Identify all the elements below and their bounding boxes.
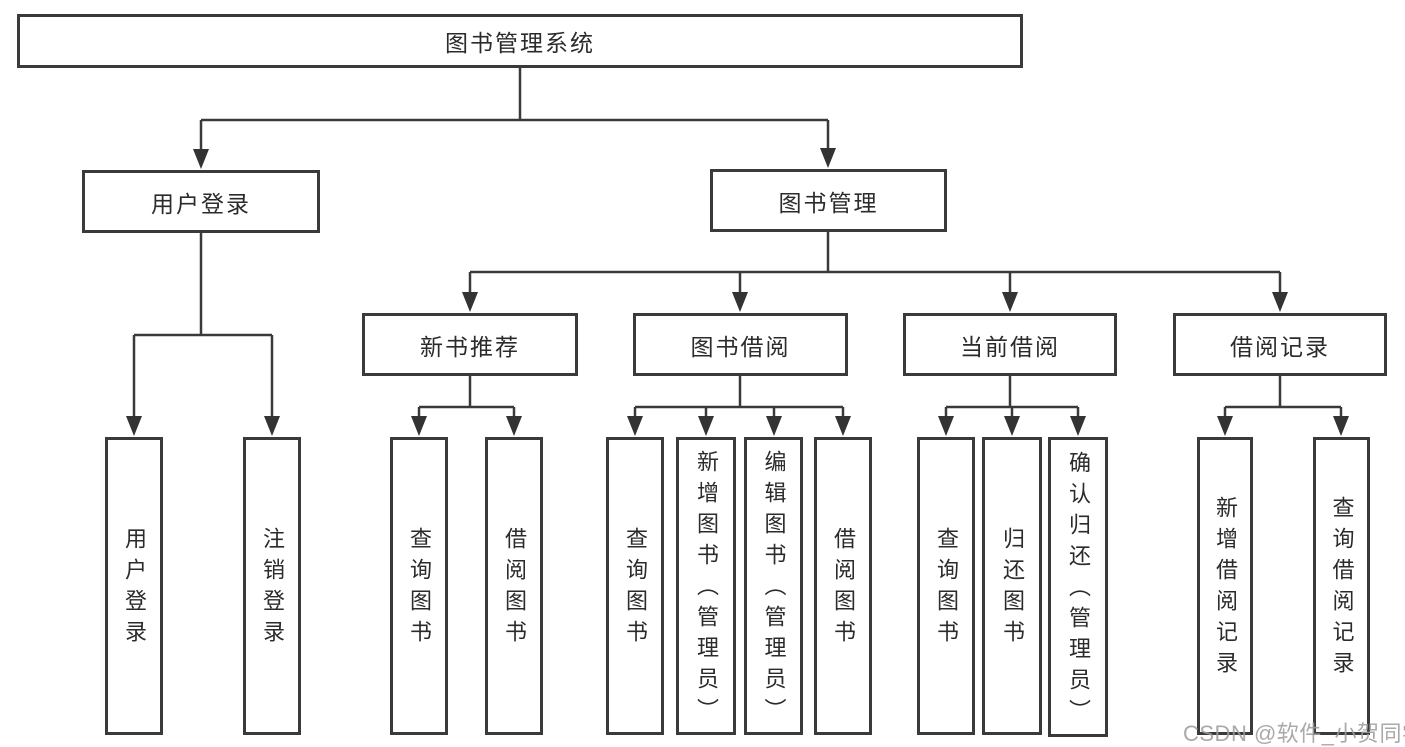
leaf-logout: 注销登录 [243, 437, 301, 735]
leaf-query-books-borrowing: 查询图书 [606, 437, 664, 735]
leaf-add-books-admin: 新增图书（管理员） [676, 437, 736, 735]
leaf-query-books-current: 查询图书 [917, 437, 975, 735]
node-root-library-system: 图书管理系统 [17, 14, 1023, 68]
node-book-borrowing: 图书借阅 [633, 313, 848, 376]
node-user-login: 用户登录 [82, 170, 320, 233]
node-current-borrowing: 当前借阅 [903, 313, 1117, 376]
leaf-edit-books-admin: 编辑图书（管理员） [744, 437, 803, 735]
csdn-watermark: CSDN @软件_小贺同学 [1183, 721, 1405, 746]
leaf-query-borrow-record: 查询借阅记录 [1313, 437, 1370, 735]
leaf-query-books-recommend: 查询图书 [390, 437, 448, 735]
leaf-add-borrow-record: 新增借阅记录 [1197, 437, 1253, 735]
leaf-confirm-return-admin: 确认归还（管理员） [1048, 437, 1108, 737]
node-book-management: 图书管理 [710, 169, 947, 232]
arrowhead-icons [126, 148, 1349, 436]
leaf-user-login: 用户登录 [105, 437, 163, 735]
leaf-borrow-books-recommend: 借阅图书 [485, 437, 543, 735]
node-new-book-recommendation: 新书推荐 [362, 313, 578, 376]
node-borrowing-records: 借阅记录 [1173, 313, 1387, 376]
leaf-borrow-books: 借阅图书 [814, 437, 872, 735]
leaf-return-books: 归还图书 [982, 437, 1042, 735]
